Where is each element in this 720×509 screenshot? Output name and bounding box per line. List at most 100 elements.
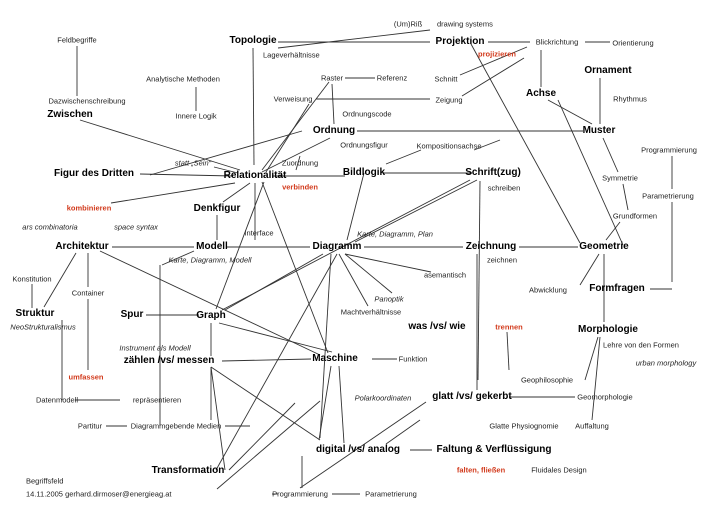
- connection-line: [149, 130, 303, 176]
- node-analytische-methoden: Analytische Methoden: [146, 74, 220, 84]
- node-zeigung: Zeigung: [435, 95, 463, 105]
- node-achse: Achse: [525, 88, 557, 99]
- node-kompositionsachse: Kompositionsachse: [416, 141, 482, 151]
- node-bildlogik: Bildlogik: [342, 167, 386, 178]
- node-dazwischenschreibung: Dazwischenschreibung: [48, 96, 126, 106]
- node-partitur: Partitur: [77, 421, 103, 431]
- node-schreiben: schreiben: [487, 183, 521, 193]
- node-container: Container: [71, 288, 105, 298]
- connection-line: [228, 402, 296, 471]
- node-faltung-verfluessigung: Faltung & Verflüssigung: [436, 444, 552, 455]
- node-verweisung: Verweisung: [273, 94, 313, 104]
- node-maschine: Maschine: [312, 353, 358, 364]
- node-projektion: Projektion: [435, 36, 485, 47]
- connection-line: [344, 253, 393, 294]
- connection-line: [602, 137, 619, 173]
- node-spur: Spur: [120, 309, 144, 320]
- node-modell: Modell: [196, 241, 228, 252]
- node-ordnungscode: Ordnungscode: [342, 109, 392, 119]
- node-machtverhaeltnisse: Machtverhältnisse: [340, 307, 402, 317]
- node-glatte-physiognomie: Glatte Physiognomie: [489, 421, 559, 431]
- connection-line: [218, 322, 333, 353]
- node-asemantisch: asemantisch: [423, 270, 467, 280]
- node-begriffsfeld: Begriffsfeld: [26, 476, 64, 486]
- connection-line: [459, 46, 528, 76]
- node-zaehlen-vs-messen: zählen /vs/ messen: [123, 355, 215, 366]
- connection-line: [473, 139, 501, 151]
- node-datenmodell: Datenmodell: [35, 395, 79, 405]
- node-muster: Muster: [582, 125, 616, 136]
- node-denkfigur: Denkfigur: [193, 203, 241, 214]
- node-feldbegriffe: Feldbegriffe: [57, 35, 97, 45]
- node-abwicklung: Abwicklung: [529, 285, 567, 295]
- node-ordnungsfigur: Ordnungsfigur: [340, 140, 388, 150]
- node-raster: Raster: [320, 73, 344, 83]
- node-zeichnen: zeichnen: [486, 255, 518, 265]
- node-verbinden: verbinden: [282, 182, 318, 192]
- node-ornament: Ornament: [584, 65, 632, 76]
- node-zuordnung: Zuordnung: [281, 158, 319, 168]
- connection-line: [385, 149, 422, 165]
- node-geometrie: Geometrie: [579, 241, 629, 252]
- node-karte-diagramm-plan: Karte, Diagramm, Plan: [357, 229, 433, 239]
- node-innere-logik: Innere Logik: [175, 111, 217, 121]
- node-interface: Interface: [244, 228, 274, 238]
- node-ars-combinatoria: ars combinatoria: [22, 222, 78, 232]
- connection-line: [385, 419, 421, 445]
- node-zeichnung: Zeichnung: [465, 241, 517, 252]
- node-topologie: Topologie: [229, 35, 277, 46]
- connection-line: [43, 252, 77, 308]
- connection-line: [261, 137, 331, 173]
- node-struktur: Struktur: [15, 308, 55, 319]
- connection-line: [344, 253, 432, 273]
- node-formfragen: Formfragen: [589, 283, 645, 294]
- connection-line: [338, 365, 345, 444]
- connection-line: [110, 182, 236, 204]
- connection-line: [557, 99, 624, 246]
- node-kombinieren: kombinieren: [66, 203, 112, 213]
- node-konstitution: Konstitution: [12, 274, 52, 284]
- node-geomorphologie: Geomorphologie: [577, 392, 633, 402]
- node-auffaltung: Auffaltung: [575, 421, 609, 431]
- node-architektur: Architektur: [55, 241, 109, 252]
- connection-line: [579, 253, 600, 286]
- connection-line: [591, 336, 601, 421]
- connection-line: [547, 99, 593, 125]
- node-lageverhaeltnisse: Lageverhältnisse: [263, 50, 320, 60]
- connection-line: [213, 166, 239, 174]
- connection-line: [221, 358, 312, 362]
- connection-line: [261, 181, 329, 354]
- node-schrift-zug: Schrift(zug): [465, 167, 521, 178]
- connection-line: [461, 57, 525, 97]
- node-ordnung: Ordnung: [312, 125, 356, 136]
- node-statt-sein: statt „Sein“: [174, 158, 212, 168]
- connection-line: [506, 331, 510, 371]
- connection-line: [265, 103, 310, 173]
- node-graph: Graph: [196, 310, 226, 321]
- connection-line: [331, 83, 335, 125]
- node-parametrierung-r: Parametrierung: [642, 191, 694, 201]
- connection-line: [338, 253, 369, 307]
- node-parametrierung-b: Parametrierung: [365, 489, 417, 499]
- node-morphologie: Morphologie: [578, 324, 638, 335]
- node-transformation: Transformation: [151, 465, 225, 476]
- node-glatt-vs-gekerbt: glatt /vs/ gekerbt: [432, 391, 512, 402]
- connection-line: [477, 180, 481, 381]
- node-space-syntax: space syntax: [114, 222, 158, 232]
- connection-line: [470, 43, 581, 244]
- connection-line: [354, 179, 478, 243]
- node-referenz: Referenz: [376, 73, 408, 83]
- node-relationalitaet: Relationalität: [223, 170, 287, 181]
- connection-line: [99, 250, 321, 356]
- connection-line: [161, 250, 195, 266]
- node-schnitt: Schnitt: [434, 74, 458, 84]
- node-diagramm: Diagramm: [312, 241, 362, 252]
- connection-line: [318, 365, 332, 441]
- node-panoptik: Panoptik: [374, 294, 404, 304]
- node-umfassen: umfassen: [68, 372, 104, 382]
- node-fluidales-design: Fluidales Design: [531, 465, 587, 475]
- node-zwischen: Zwischen: [47, 109, 93, 120]
- connection-line: [346, 172, 365, 241]
- connection-line: [215, 253, 338, 471]
